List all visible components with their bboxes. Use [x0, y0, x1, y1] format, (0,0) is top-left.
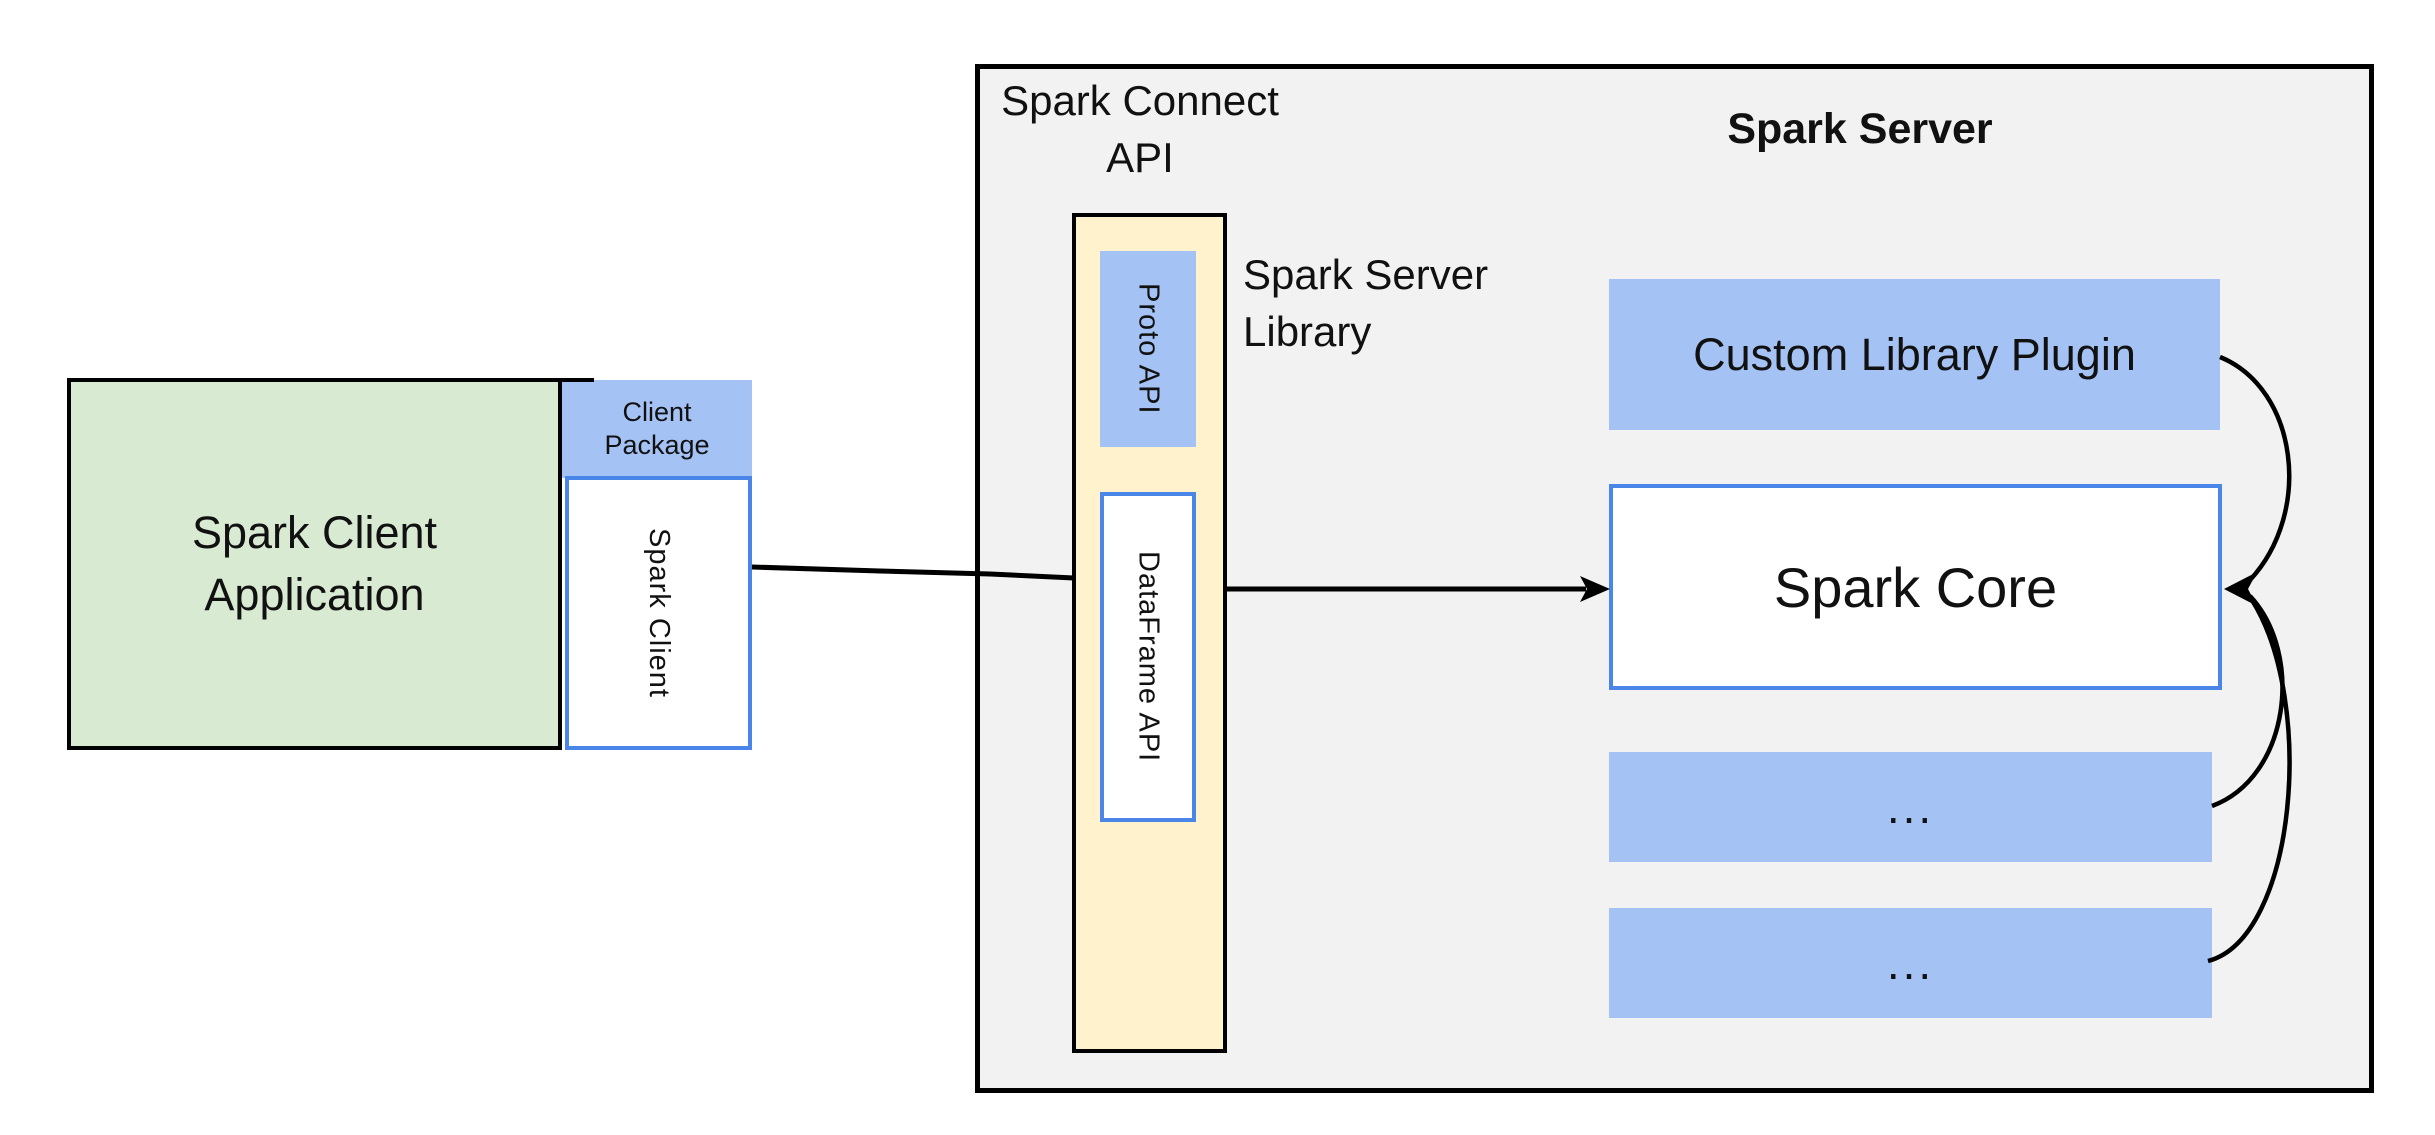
spark-connect-api-title: Spark Connect API: [1001, 77, 1279, 181]
other-plugin-box-1: ...: [1609, 752, 2212, 862]
proto-api-label: Proto API: [1132, 283, 1165, 415]
spark-core-box: Spark Core: [1609, 484, 2222, 690]
spark-server-title: Spark Server: [1727, 105, 1993, 153]
proto-api-box: Proto API: [1100, 251, 1196, 447]
dataframe-api-box: DataFrame API: [1100, 492, 1196, 822]
custom-library-plugin-box: Custom Library Plugin: [1609, 279, 2220, 430]
spark-client-box: Spark Client: [565, 476, 752, 750]
other-plugin-box-2: ...: [1609, 908, 2212, 1018]
spark-client-application-box: Spark Client Application: [67, 378, 562, 750]
ellipsis-label-1: ...: [1886, 781, 1935, 833]
dataframe-api-label: DataFrame API: [1132, 551, 1165, 763]
client-package-box: Client Package: [562, 380, 752, 478]
spark-client-label: Spark Client: [643, 528, 675, 698]
spark-client-application-label: Spark Client Application: [191, 507, 438, 620]
spark-server-library-label: Spark Server Library: [1243, 251, 1489, 355]
ellipsis-label-2: ...: [1886, 937, 1935, 989]
client-package-label: Client Package: [604, 397, 710, 460]
spark-core-label: Spark Core: [1773, 555, 2058, 619]
custom-library-plugin-label: Custom Library Plugin: [1693, 328, 2136, 380]
